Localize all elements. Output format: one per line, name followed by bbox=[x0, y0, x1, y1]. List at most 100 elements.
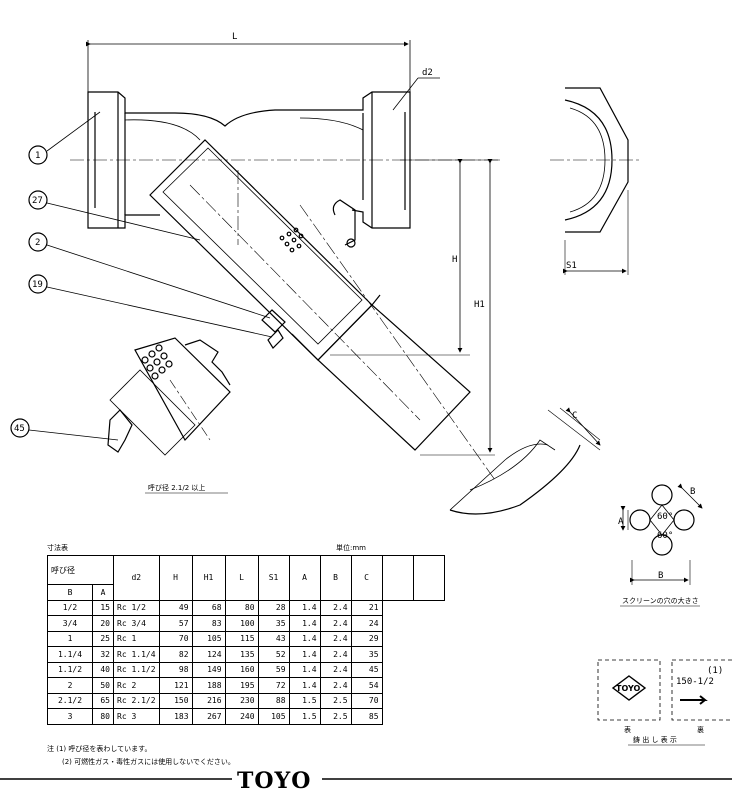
table-cell: 1.1/2 bbox=[47, 661, 93, 678]
table-cell: 2.5 bbox=[319, 708, 352, 725]
table-cell: 82 bbox=[158, 646, 193, 663]
table-cell: Rc 1/2 bbox=[113, 599, 160, 616]
table-cell: 2.4 bbox=[319, 677, 352, 694]
col-B: B bbox=[47, 584, 93, 601]
dim-H1: H1 bbox=[420, 159, 495, 456]
table-cell: 72 bbox=[257, 677, 290, 694]
screen-A: A bbox=[618, 517, 624, 527]
table-cell: 1.4 bbox=[288, 646, 321, 663]
table-cell: 230 bbox=[224, 692, 259, 709]
dim-L: L bbox=[86, 32, 411, 98]
table-cell: 1/2 bbox=[47, 599, 93, 616]
table-cell: 54 bbox=[350, 677, 383, 694]
table-cell: 1 bbox=[47, 630, 93, 647]
table-cell: 2.5 bbox=[319, 692, 352, 709]
table-cell: 2.4 bbox=[319, 630, 352, 647]
table-cell: Rc 2 bbox=[113, 677, 160, 694]
angle-upper: 60° bbox=[657, 512, 673, 522]
table-cell: 105 bbox=[191, 630, 226, 647]
table-cell: 1.5 bbox=[288, 692, 321, 709]
part-1: 1 bbox=[35, 151, 40, 161]
marking-front: 表 bbox=[624, 725, 631, 734]
col-C: C bbox=[350, 555, 383, 601]
table-cell: 45 bbox=[350, 661, 383, 678]
table-cell: Rc 1.1/4 bbox=[113, 646, 160, 663]
table-cell: 2.1/2 bbox=[47, 692, 93, 709]
table-cell: Rc 1.1/2 bbox=[113, 661, 160, 678]
table-caption: 寸法表 bbox=[47, 544, 68, 552]
screen-B-diag: B bbox=[690, 487, 695, 497]
table-cell: 124 bbox=[191, 646, 226, 663]
screen-B: B bbox=[658, 571, 663, 581]
table-cell: 121 bbox=[158, 677, 193, 694]
col-d2: d2 bbox=[113, 555, 160, 601]
table-cell: 240 bbox=[224, 708, 259, 725]
table-cell: 1.1/4 bbox=[47, 646, 93, 663]
note-2: (2) 可燃性ガス・毒性ガスには使用しないでください。 bbox=[62, 758, 235, 766]
marking-note-ref: (1) bbox=[707, 666, 723, 676]
blank-col-1 bbox=[381, 555, 414, 601]
table-cell: 115 bbox=[224, 630, 259, 647]
table-cell: 267 bbox=[191, 708, 226, 725]
marking-back: 裏 bbox=[697, 725, 704, 734]
table-cell: 1.5 bbox=[288, 708, 321, 725]
table-cell: 25 bbox=[92, 630, 114, 647]
part-2: 2 bbox=[35, 238, 40, 248]
table-cell: 2.4 bbox=[319, 615, 352, 632]
dim-S1-label: S1 bbox=[566, 261, 577, 271]
detail-caption: 呼び径 2.1/2 以上 bbox=[148, 483, 205, 492]
table-cell: Rc 1 bbox=[113, 630, 160, 647]
table-cell: 80 bbox=[92, 708, 114, 725]
screen-hole-diagram: A B B 60° 60° スクリーンの穴の大きさ bbox=[618, 483, 703, 607]
table-cell: 3/4 bbox=[47, 615, 93, 632]
table-cell: 28 bbox=[257, 599, 290, 616]
screen-caption: スクリーンの穴の大きさ bbox=[622, 596, 699, 605]
marking-caption: 鋳 出 し 表 示 bbox=[633, 735, 677, 744]
note-1: 注 (1) 呼び径を表わしています。 bbox=[47, 745, 152, 753]
table-cell: 65 bbox=[92, 692, 114, 709]
table-cell: 59 bbox=[257, 661, 290, 678]
table-cell: 35 bbox=[257, 615, 290, 632]
table-cell: 43 bbox=[257, 630, 290, 647]
detail-view: 呼び径 2.1/2 以上 bbox=[107, 337, 231, 494]
table-unit: 単位:mm bbox=[336, 544, 366, 552]
table-cell: Rc 2.1/2 bbox=[113, 692, 160, 709]
table-cell: 195 bbox=[224, 677, 259, 694]
table-cell: 15 bbox=[92, 599, 114, 616]
table-cell: 32 bbox=[92, 646, 114, 663]
marking-logo: TOYO bbox=[616, 684, 640, 693]
table-cell: 98 bbox=[158, 661, 193, 678]
table-cell: 1.4 bbox=[288, 677, 321, 694]
col-A: A bbox=[92, 584, 114, 601]
nominal-header: 呼び径 bbox=[47, 555, 114, 585]
col-L: L bbox=[224, 555, 259, 601]
part-45: 45 bbox=[14, 424, 25, 434]
table-cell: 3 bbox=[47, 708, 93, 725]
dim-H: H bbox=[330, 159, 500, 356]
table-cell: 80 bbox=[224, 599, 259, 616]
table-cell: 150 bbox=[158, 692, 193, 709]
table-cell: 188 bbox=[191, 677, 226, 694]
strainer-housing bbox=[149, 139, 496, 481]
table-cell: Rc 3 bbox=[113, 708, 160, 725]
table-cell: 35 bbox=[350, 646, 383, 663]
dim-C: C bbox=[449, 407, 601, 515]
table-cell: 1.4 bbox=[288, 615, 321, 632]
table-cell: 49 bbox=[158, 599, 193, 616]
table-cell: 70 bbox=[158, 630, 193, 647]
dim-d2-label: d2 bbox=[422, 68, 433, 78]
table-cell: 50 bbox=[92, 677, 114, 694]
table-cell: 1.4 bbox=[288, 661, 321, 678]
dim-H1-label: H1 bbox=[474, 300, 485, 310]
table-cell: 83 bbox=[191, 615, 226, 632]
table-cell: 1.4 bbox=[288, 630, 321, 647]
table-cell: 52 bbox=[257, 646, 290, 663]
table-cell: 149 bbox=[191, 661, 226, 678]
